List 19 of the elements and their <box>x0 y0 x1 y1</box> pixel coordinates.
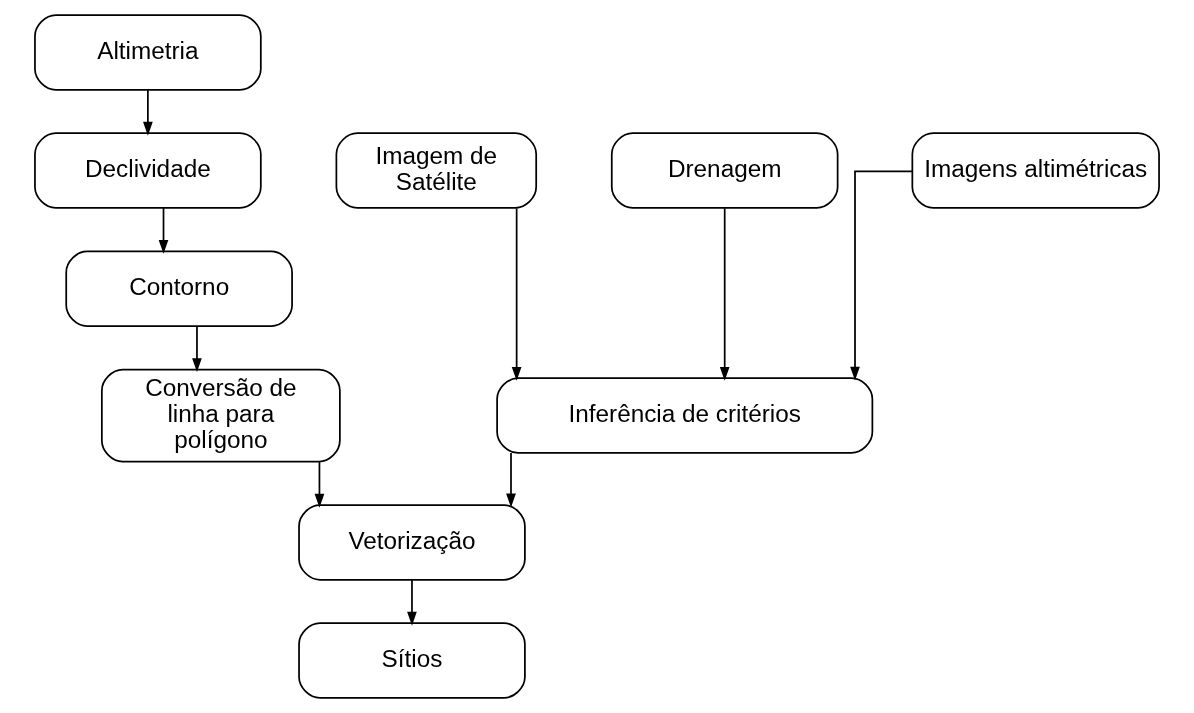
node-box: Imagens altimétricas <box>911 132 1160 209</box>
node-box: Declividade <box>34 132 262 209</box>
arrow <box>407 578 417 626</box>
node-box: Conversão de linha para polígono <box>100 368 341 463</box>
arrow <box>506 452 516 508</box>
node-box: Sítios <box>298 622 526 699</box>
node-box: Vetorização <box>298 504 526 581</box>
node-box: Drenagem <box>610 132 839 209</box>
arrow <box>719 207 730 381</box>
arrow <box>158 207 169 254</box>
node-box: Inferência de critérios <box>496 377 874 454</box>
node-box: Altimetria <box>34 14 262 91</box>
arrow <box>511 207 522 381</box>
arrow <box>314 461 325 508</box>
arrow <box>143 88 153 136</box>
arrow <box>192 325 202 373</box>
node-box: Imagem de Satélite <box>335 132 538 209</box>
node-box: Contorno <box>65 250 293 327</box>
arrow <box>850 170 914 381</box>
